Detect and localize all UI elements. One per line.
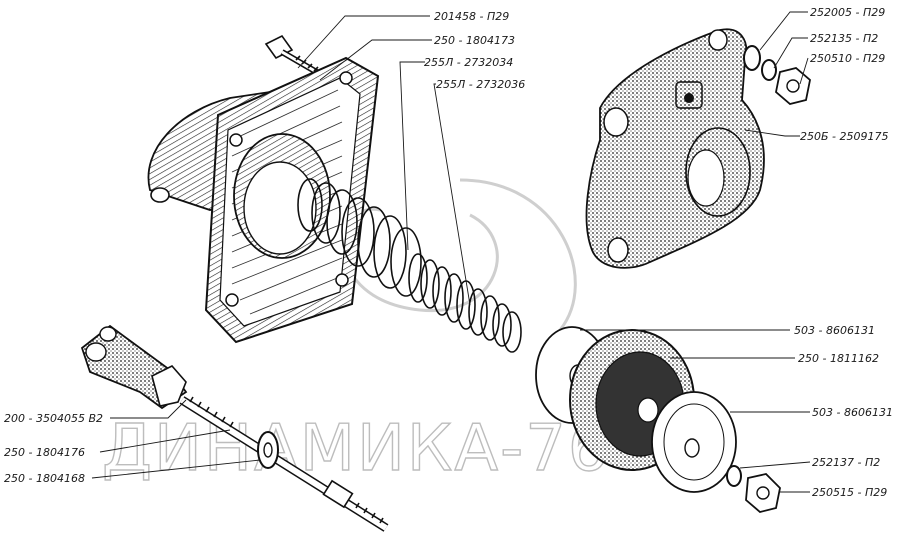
label-250-1804173: 250 - 1804173	[434, 34, 515, 47]
diaphragm-disc-back	[651, 391, 737, 493]
leader-lines	[91, 11, 811, 493]
label-200-3504055: 200 - 3504055 В2	[4, 412, 103, 425]
part-labels: 201458 - П29 250 - 1804173 255Л - 273203…	[4, 6, 893, 499]
bolt-201458	[264, 34, 322, 77]
large-spring	[297, 178, 422, 297]
label-201458: 201458 - П29	[434, 10, 509, 23]
label-250510: 250510 - П29	[810, 52, 885, 65]
watermark: ДИНАМИКА-76	[101, 178, 611, 487]
label-503-8606131-b: 503 - 8606131	[812, 406, 893, 419]
fork-yoke	[80, 324, 188, 410]
label-252137: 252137 - П2	[812, 456, 880, 469]
cast-cover	[585, 28, 765, 269]
label-255l-2732036: 255Л - 2732036	[436, 78, 525, 91]
label-250515: 250515 - П29	[812, 486, 887, 499]
push-rod	[179, 396, 389, 532]
mounting-plate	[147, 56, 380, 344]
watermark-text: ДИНАМИКА-76	[102, 412, 611, 486]
bottom-washer-set	[726, 465, 781, 513]
label-252005: 252005 - П29	[810, 6, 885, 19]
label-250-1804176: 250 - 1804176	[4, 446, 85, 459]
top-washer-set	[743, 45, 811, 105]
label-250-1804168: 250 - 1804168	[4, 472, 85, 485]
label-503-8606131-a: 503 - 8606131	[794, 324, 875, 337]
label-250-1811162: 250 - 1811162	[798, 352, 879, 365]
label-250b-2509175: 250Б - 2509175	[800, 130, 889, 143]
label-252135: 252135 - П2	[810, 32, 878, 45]
label-255l-2732034: 255Л - 2732034	[424, 56, 513, 69]
